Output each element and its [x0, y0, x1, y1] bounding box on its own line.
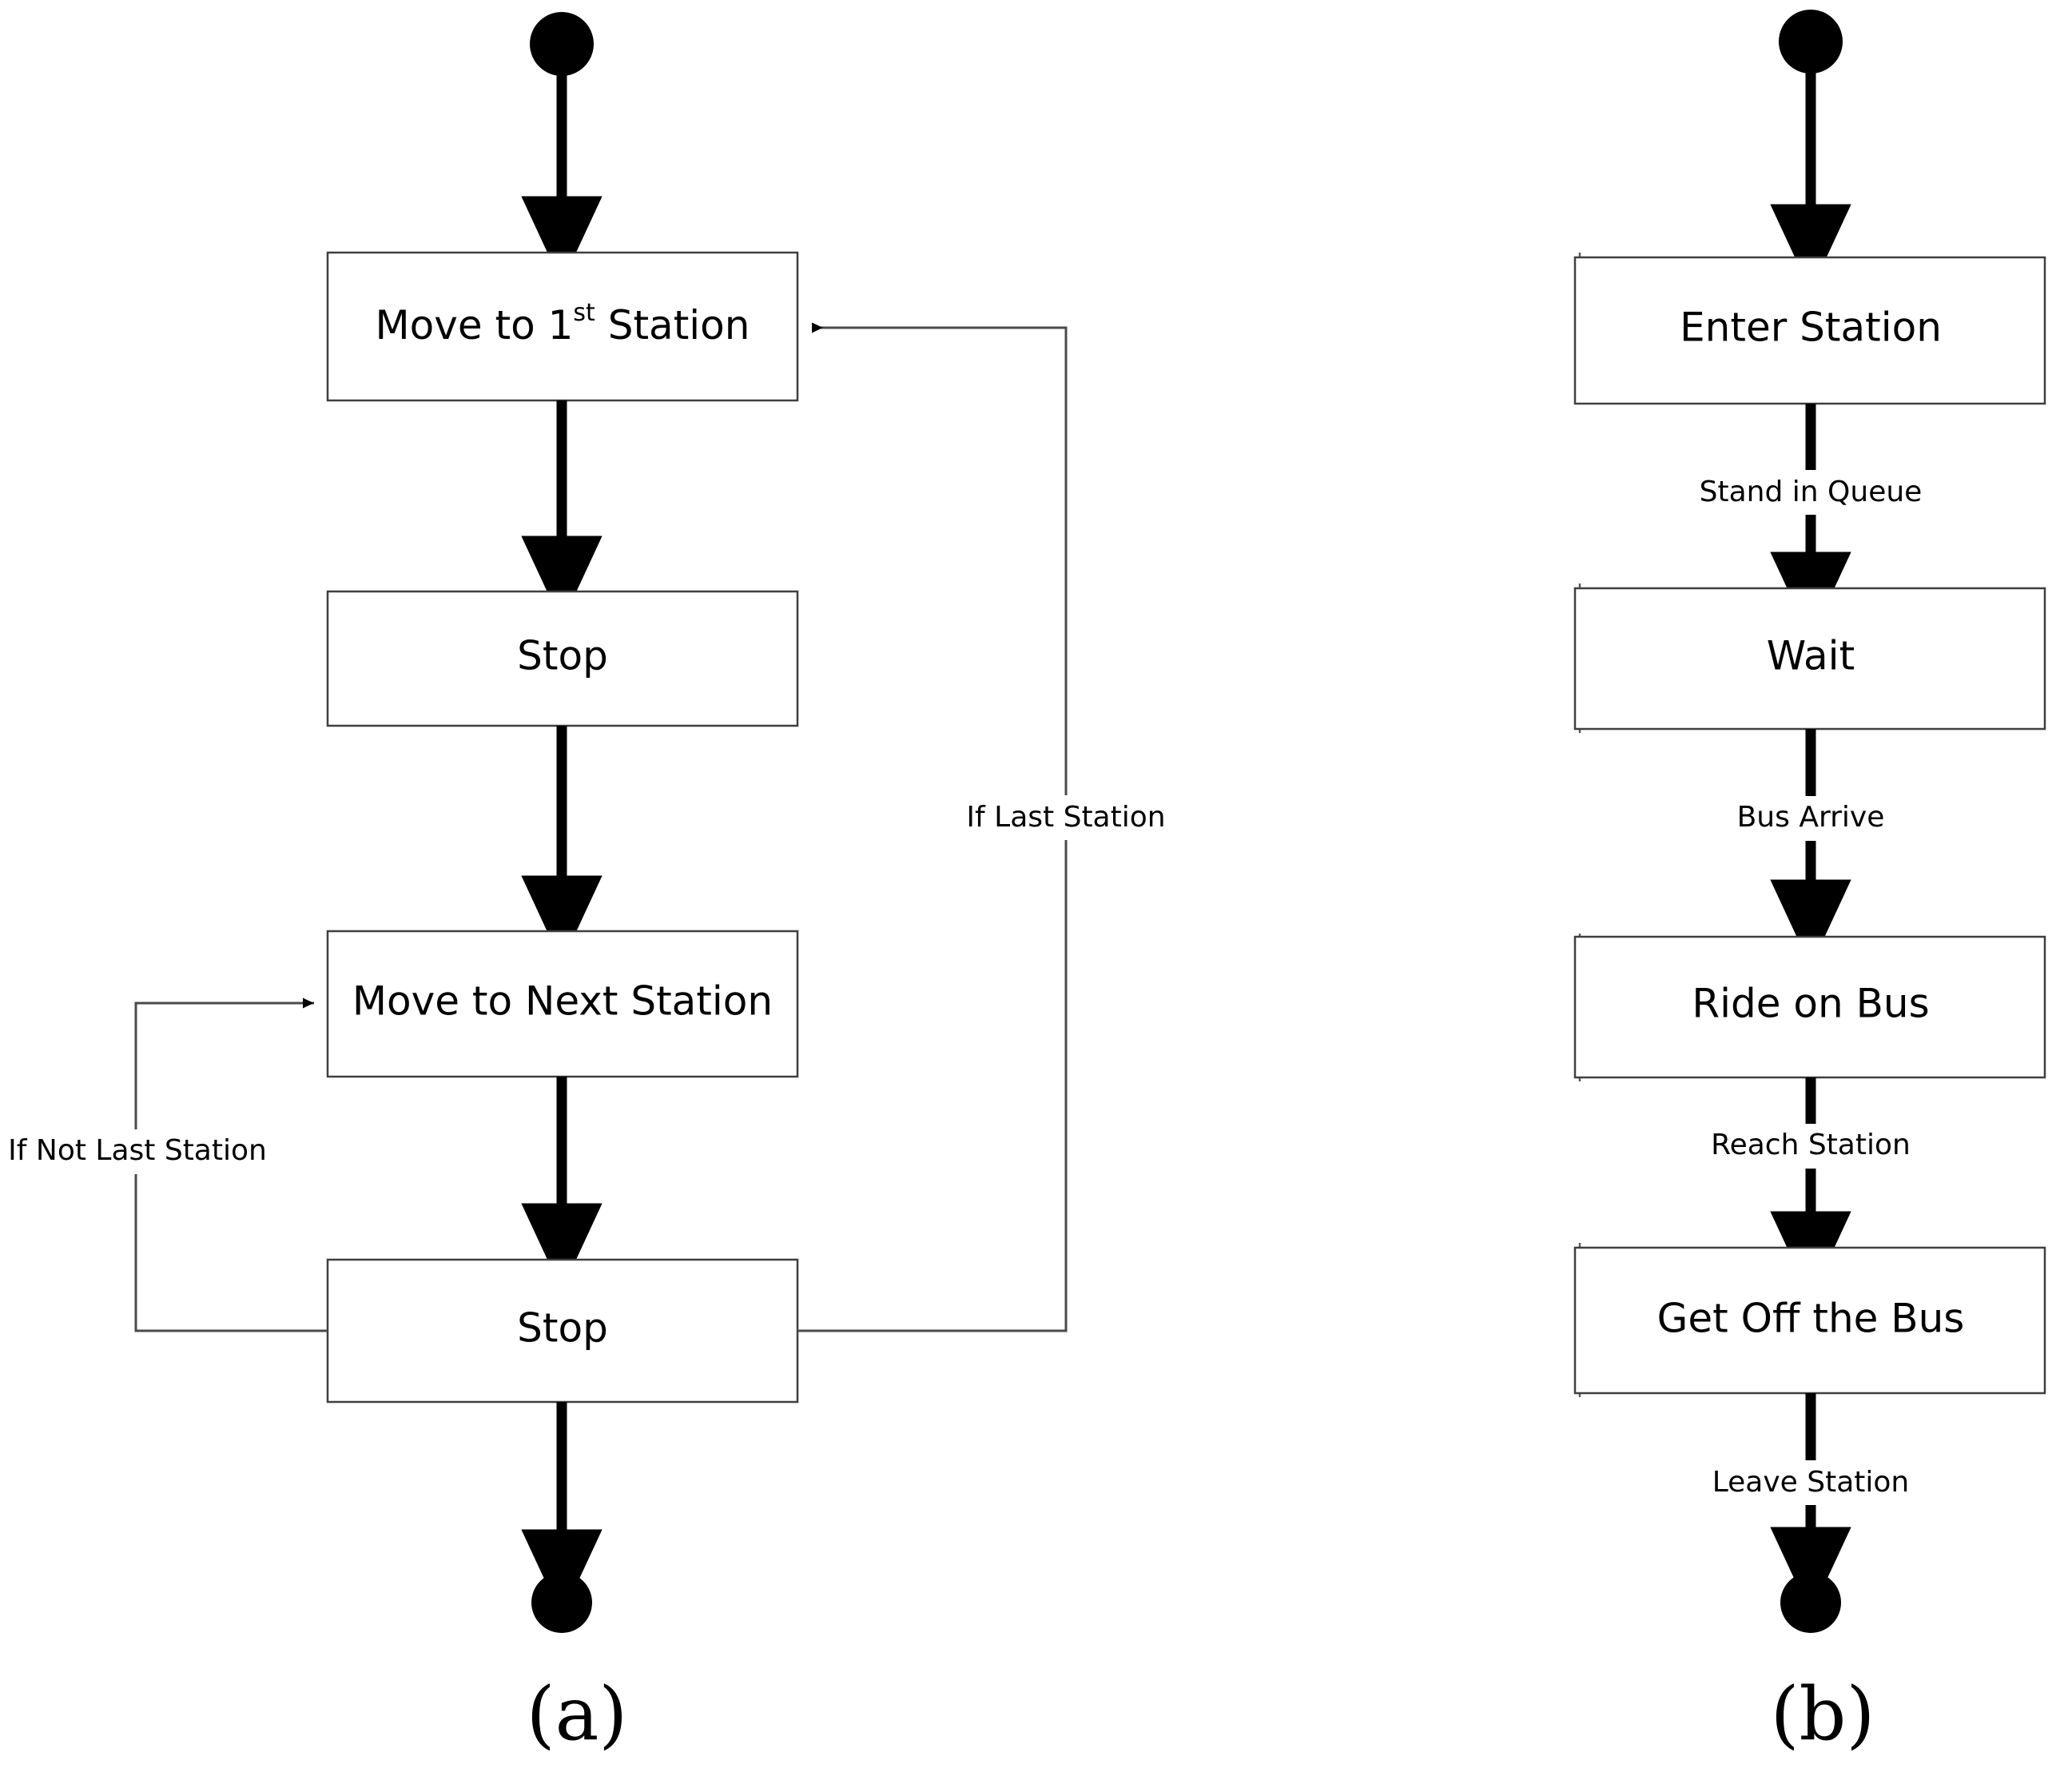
panel-b-node-enter-station[interactable]: [1573, 256, 2046, 405]
panel-a-edge-if-last-station-label: If Last Station: [966, 801, 1165, 834]
panel-a-node-stop-upper[interactable]: [326, 590, 799, 727]
panel-a-start-node: [530, 12, 594, 76]
panel-b-edge-bus-arrive-label-bg: [1714, 796, 1910, 841]
panel-b-edge-stand-in-queue-label-bg: [1694, 470, 1930, 515]
panel-b-node-ride-on-bus-label: Ride on Bus: [1692, 981, 1929, 1027]
panel-b-edge-leave-station-label: Leave Station: [1712, 1466, 1910, 1499]
panel-b-node-ride-on-bus[interactable]: [1573, 935, 2046, 1079]
panel-a-edge-if-not-last-station-label-bg: [10, 1129, 265, 1174]
panel-a-node-move-to-first-station[interactable]: [326, 251, 799, 402]
panel-b-edge-stand-in-queue-label: Stand in Queue: [1700, 476, 1923, 508]
panel-a-edge-if-last-station-label-bg: [946, 795, 1186, 840]
panel-b-edge-reach-station-label: Reach Station: [1711, 1129, 1911, 1161]
panel-b-node-wait-label: Wait: [1767, 633, 1855, 679]
panel-a-caption: (a): [527, 1671, 628, 1757]
panel-a-node-move-to-next-station-label: Move to Next Station: [352, 978, 773, 1025]
panel-b-edge-bus-arrive-label: Bus Arrive: [1737, 801, 1885, 834]
panel-b-start-node: [1779, 10, 1843, 74]
panel-b-node-wait[interactable]: [1573, 587, 2046, 731]
panel-a-node-stop-lower-label: Stop: [517, 1305, 608, 1352]
panel-b-edge-reach-station-label-bg: [1702, 1124, 1922, 1169]
panel-a-edge-if-not-last-station-label: If Not Last Station: [8, 1134, 267, 1167]
panel-b-node-get-off-the-bus[interactable]: [1573, 1246, 2046, 1395]
panel-b-end-node: [1780, 1572, 1841, 1633]
panel-a-end-node: [531, 1572, 592, 1633]
panel-b-caption: (b): [1771, 1671, 1875, 1757]
panel-a-node-move-to-first-station-label: Move to 1st Station: [376, 299, 750, 348]
panel-b-node-get-off-the-bus-label: Get Off the Bus: [1657, 1296, 1965, 1342]
panel-a-node-stop-upper-label: Stop: [517, 633, 608, 679]
panel-b-edge-leave-station-label-bg: [1706, 1460, 1922, 1505]
panel-b-node-enter-station-label: Enter Station: [1680, 305, 1942, 351]
